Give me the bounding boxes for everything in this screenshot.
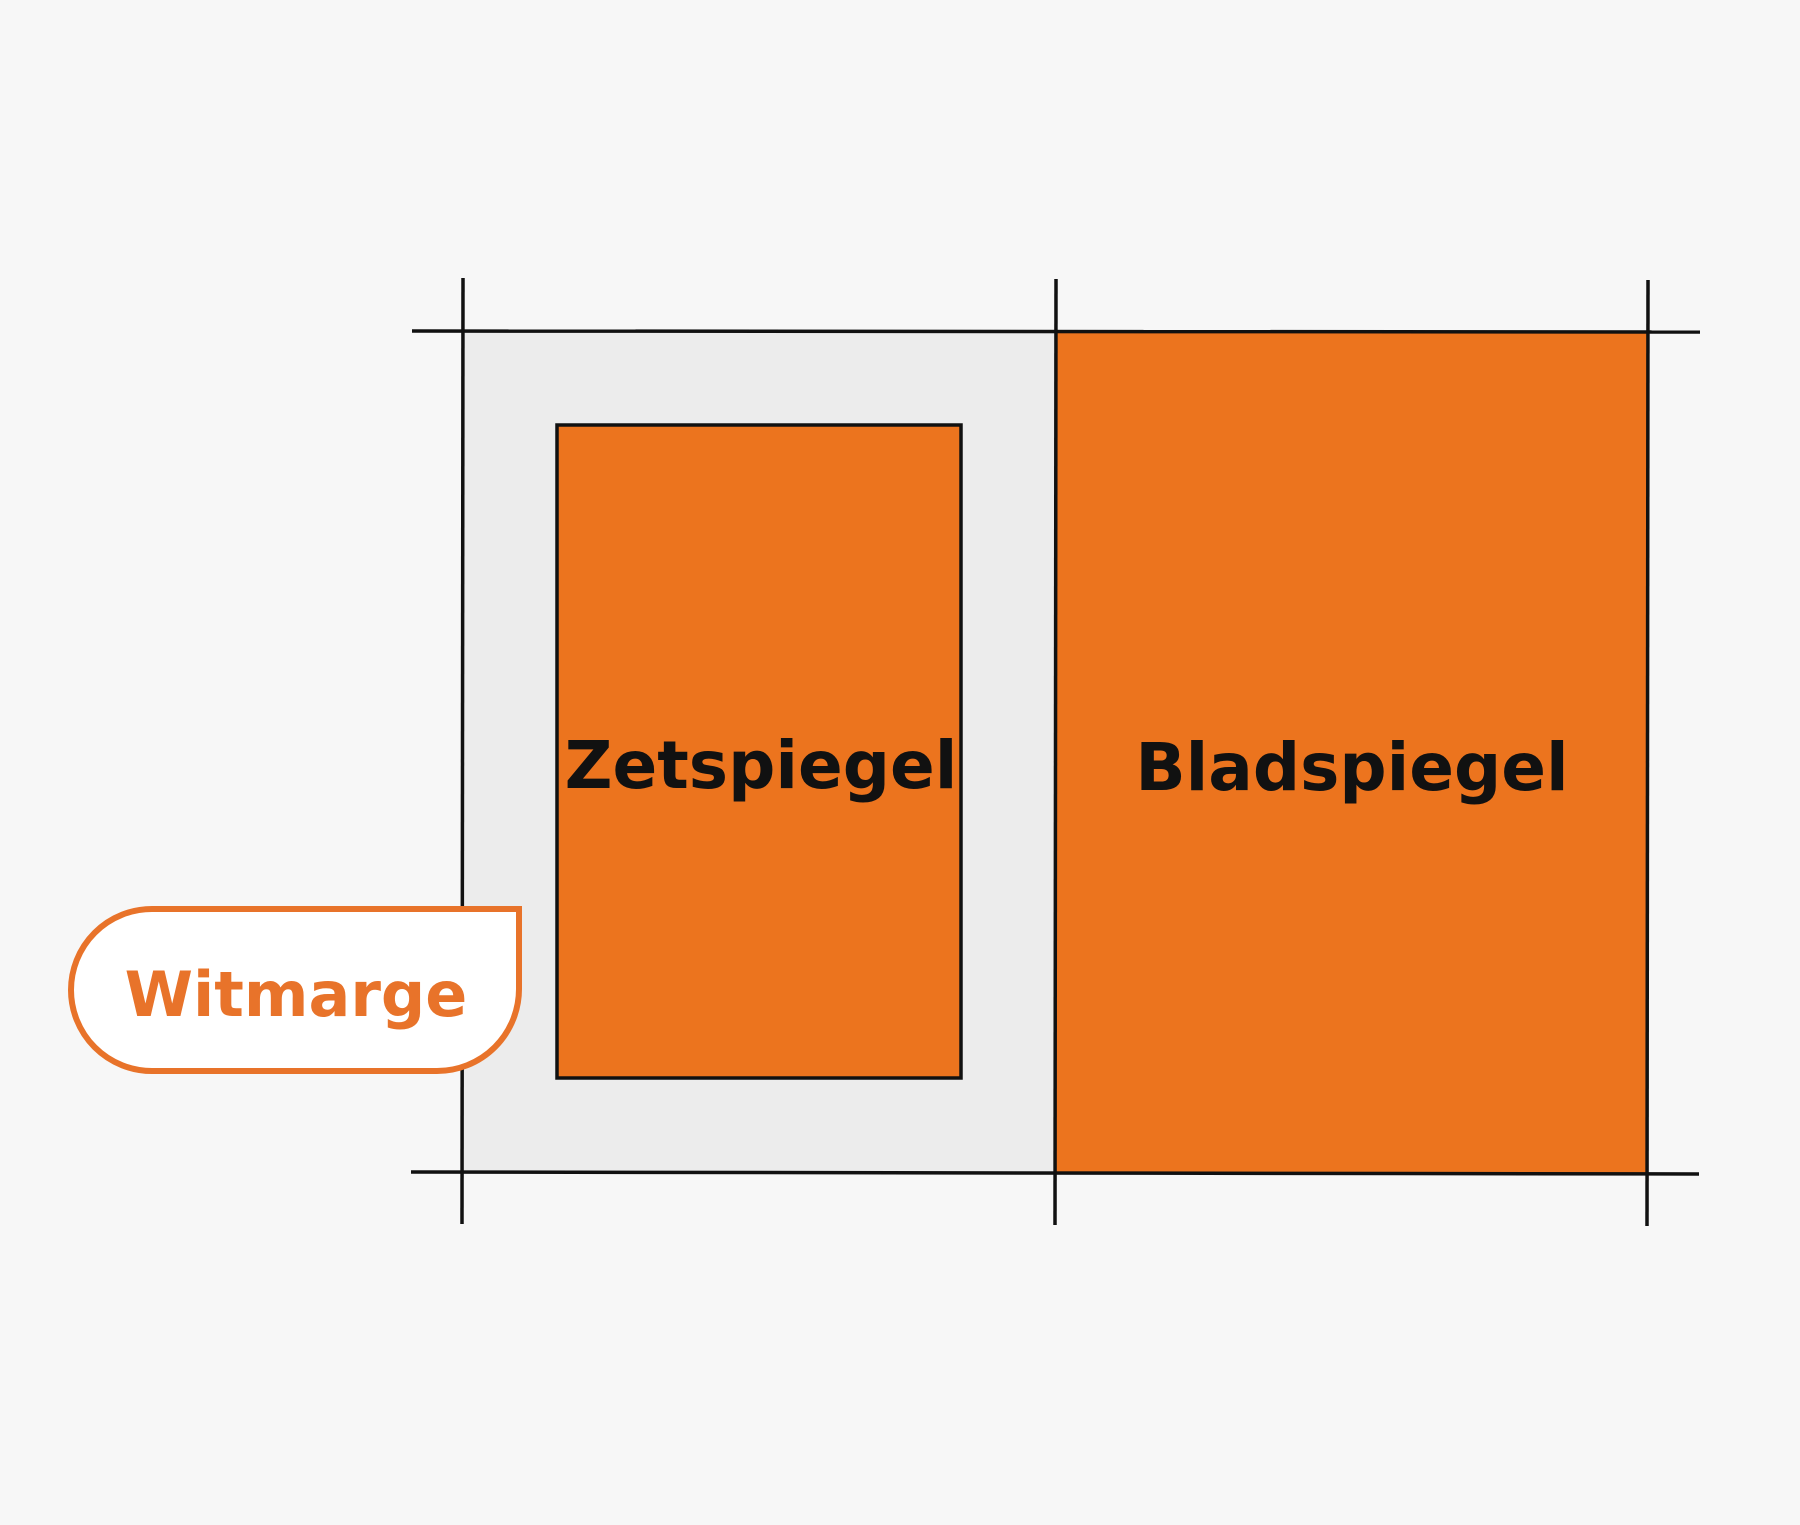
zetspiegel-label: Zetspiegel bbox=[565, 727, 958, 804]
zetspiegel-box bbox=[555, 423, 963, 1080]
right-page-bladspiegel bbox=[1056, 331, 1648, 1173]
trim-line-left bbox=[460, 277, 465, 1225]
witmarge-label: Witmarge bbox=[125, 958, 468, 1031]
trim-line-middle bbox=[1053, 278, 1058, 1226]
bladspiegel-label: Bladspiegel bbox=[1135, 729, 1568, 806]
trim-line-right bbox=[1645, 279, 1650, 1227]
witmarge-badge bbox=[68, 906, 522, 1074]
